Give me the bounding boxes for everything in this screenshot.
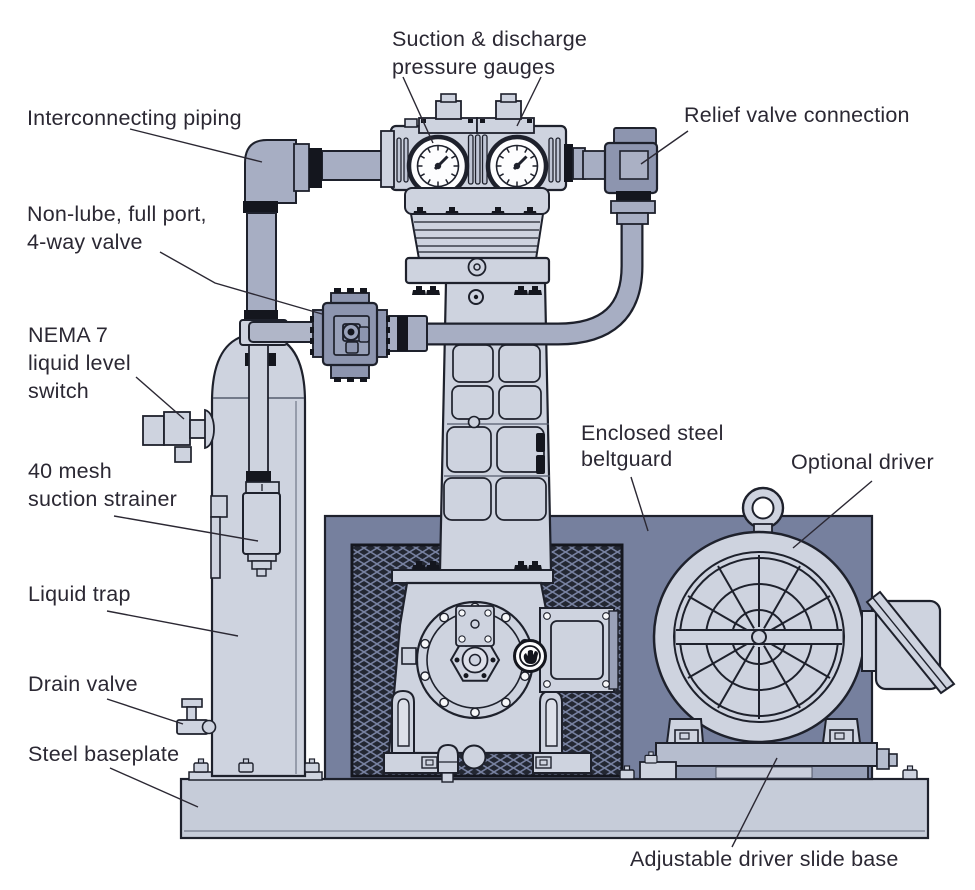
- suction-pressure-gauge: [409, 137, 467, 195]
- leader-suction-strainer: [113, 515, 259, 542]
- leader-beltguard: [630, 476, 649, 532]
- leader-drain-valve: [106, 698, 184, 725]
- label-line: beltguard: [581, 447, 673, 471]
- compressor-cylinder-column: [412, 280, 553, 573]
- label-line: Drain valve: [28, 672, 138, 696]
- driver-slide-base: [619, 742, 918, 780]
- label-line: Steel baseplate: [28, 742, 180, 766]
- label-line: Relief valve connection: [684, 103, 910, 127]
- compressor-crankcase: [383, 561, 619, 783]
- fan-grill: [675, 555, 843, 719]
- leader-slide-base: [731, 757, 778, 848]
- optional-driver-motor: [652, 486, 866, 744]
- label-suction-discharge-gauges: Suction & discharge pressure gauges: [392, 25, 587, 81]
- leader-interconnecting-piping: [129, 128, 263, 163]
- relief-valve-connection: [386, 127, 659, 352]
- label-beltguard: Enclosed steel beltguard: [581, 420, 724, 472]
- label-line: Liquid trap: [28, 582, 131, 606]
- label-relief-valve-connection: Relief valve connection: [684, 101, 910, 129]
- label-line: Enclosed steel: [581, 421, 724, 445]
- label-line: Non-lube, full port,: [27, 202, 207, 226]
- label-slide-base: Adjustable driver slide base: [630, 845, 899, 873]
- label-line: Suction & discharge: [392, 27, 588, 51]
- label-line: 40 mesh: [28, 459, 112, 483]
- leader-optional-driver: [792, 480, 873, 549]
- label-line: pressure gauges: [392, 55, 556, 79]
- label-line: 4-way valve: [27, 230, 143, 254]
- label-line: Adjustable driver slide base: [630, 847, 899, 871]
- label-suction-strainer: 40 mesh suction strainer: [28, 457, 177, 513]
- pipe-elbow: [244, 139, 297, 204]
- suction-strainer: [242, 344, 281, 577]
- four-way-valve: [248, 288, 390, 382]
- crankcase-cover: [415, 600, 535, 720]
- label-interconnecting-piping: Interconnecting piping: [27, 104, 242, 132]
- motor-feet: [665, 718, 862, 744]
- label-optional-driver: Optional driver: [791, 448, 934, 476]
- leader-nema7-switch: [135, 376, 185, 420]
- leader-lines: [106, 76, 873, 848]
- label-line: switch: [28, 379, 89, 403]
- label-nema7-switch: NEMA 7 liquid level switch: [28, 321, 131, 405]
- interconnecting-pipe-horizontal: [321, 150, 385, 181]
- conduit-box: [861, 590, 956, 695]
- leader-discharge-gauge: [516, 76, 542, 127]
- steel-baseplate: [179, 771, 930, 840]
- label-liquid-trap: Liquid trap: [28, 580, 131, 608]
- label-drain-valve: Drain valve: [28, 670, 138, 698]
- label-four-way-valve: Non-lube, full port, 4-way valve: [27, 200, 207, 256]
- compressor-head-assembly: [243, 93, 608, 322]
- liquid-level-switch: [142, 408, 215, 463]
- leader-four-way-valve: [159, 251, 323, 315]
- discharge-pressure-gauge: [488, 137, 546, 195]
- relief-hose: [427, 221, 642, 344]
- label-line: NEMA 7: [28, 323, 109, 347]
- leader-suction-gauge: [402, 76, 434, 144]
- access-panel: [539, 607, 619, 693]
- warning-emblem-icon: [513, 639, 547, 673]
- leader-steel-baseplate: [109, 767, 199, 808]
- liquid-trap: [142, 319, 320, 778]
- label-line: Interconnecting piping: [27, 106, 242, 130]
- label-line: Optional driver: [791, 450, 934, 474]
- drain-valve: [176, 698, 217, 735]
- label-steel-baseplate: Steel baseplate: [28, 740, 179, 768]
- leader-liquid-trap: [106, 610, 239, 637]
- leader-relief-valve: [640, 130, 689, 165]
- label-line: suction strainer: [28, 487, 177, 511]
- label-line: liquid level: [28, 351, 131, 375]
